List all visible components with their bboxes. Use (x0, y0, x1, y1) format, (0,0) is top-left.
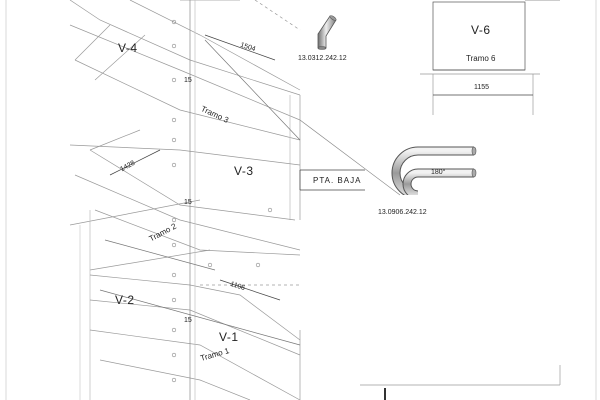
view-label-v6: V-6 (471, 23, 491, 37)
height-dimension-middle: 15 (184, 199, 192, 206)
tramo-label-6: Tramo 6 (466, 54, 496, 63)
view-label-v4: V-4 (118, 41, 138, 55)
elbow-part-code: 13.0312.242.12 (298, 55, 347, 62)
view-label-v1: V-1 (219, 330, 239, 344)
floor-label: PTA. BAJA (313, 176, 362, 185)
height-dimension-bottom: 15 (184, 317, 192, 324)
view-label-v2: V-2 (115, 293, 135, 307)
dimension-v6-width: 1155 (474, 84, 490, 91)
angled-tube-elbow-icon (308, 8, 340, 52)
view-label-v3: V-3 (234, 164, 254, 178)
u-bend-angle: 180° (431, 169, 446, 176)
u-bend-part-code: 13.0906.242.12 (378, 209, 427, 216)
u-bend-tube-icon (388, 143, 478, 200)
height-dimension-top: 15 (184, 77, 192, 84)
